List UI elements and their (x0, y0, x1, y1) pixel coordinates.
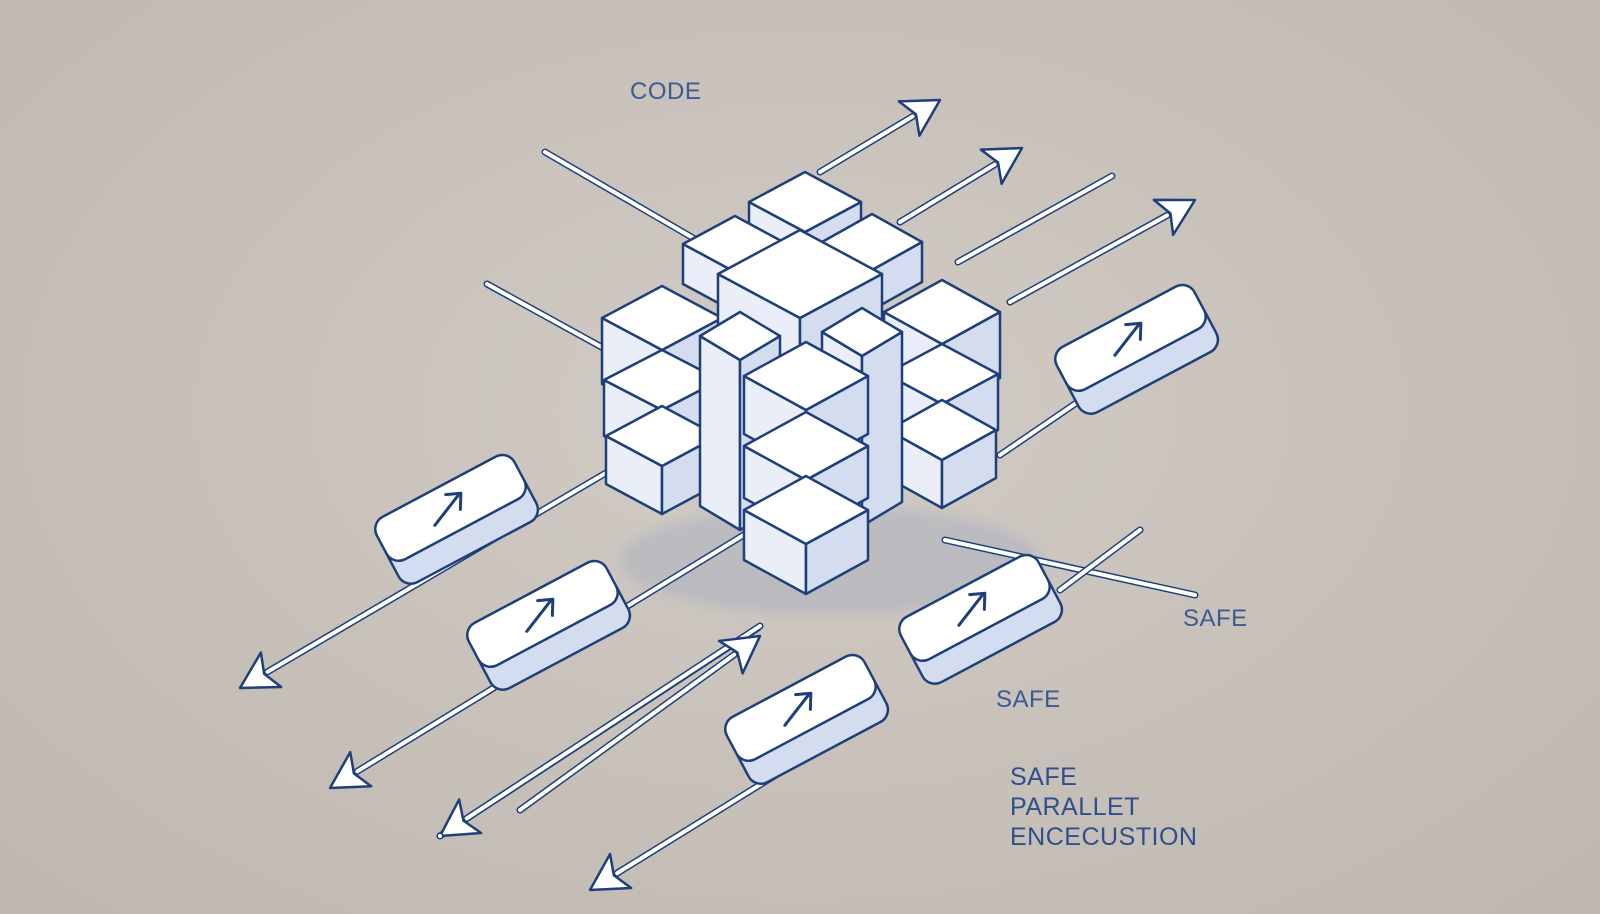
cube-top-face (742, 474, 870, 546)
cube-top-face (742, 410, 870, 482)
arrow-shaft (818, 114, 915, 174)
arrow-head (717, 634, 762, 675)
node-left (374, 453, 540, 585)
arrow-shaft (956, 174, 1114, 264)
node-top (724, 653, 877, 762)
cube-top-face (600, 284, 724, 352)
arrow-shaft (543, 150, 702, 244)
cube-top-face (698, 310, 782, 362)
label-code: CODE (630, 78, 702, 105)
caption: SAFE PARALLET ENCECUSTION (1010, 762, 1197, 852)
arrow-top-left-line (541, 148, 704, 246)
caption-line-2: PARALLET (1010, 793, 1140, 821)
arrows-layer (238, 98, 1199, 892)
arrow-glyph-icon (433, 491, 463, 527)
arrow-right-cross (1056, 526, 1144, 594)
caption-line-1: SAFE (1010, 763, 1078, 791)
node-bottom-right (898, 553, 1064, 685)
cube-top-face (886, 398, 998, 462)
arrow-shaft (1058, 528, 1142, 592)
arrow-shaft (518, 652, 737, 812)
arrow-top-2 (896, 146, 1024, 226)
cube-front-bottom (742, 474, 870, 596)
node-top (374, 453, 527, 562)
arrow-shaft (943, 538, 1197, 597)
node-top (1054, 283, 1207, 392)
node-top (466, 559, 619, 668)
arrow-head (588, 852, 633, 892)
cube-top-face (747, 170, 863, 234)
arrow-shaft (1008, 213, 1169, 304)
arrow-shaft (464, 624, 762, 821)
cube-top-face (820, 306, 904, 358)
arrow-head (238, 651, 283, 690)
arrow-top-3-line (954, 172, 1116, 266)
label-safe-center: SAFE (996, 686, 1061, 713)
node-lower-left (466, 559, 632, 691)
arrow-up-center (516, 634, 762, 814)
arrow-top-1 (816, 98, 942, 176)
caption-line-3: ENCECUSTION (1010, 823, 1198, 851)
arrow-head (897, 98, 942, 137)
arrow-right-ground (941, 536, 1199, 599)
node-right (1054, 283, 1220, 415)
arrow-head (328, 750, 373, 790)
cube-top-face (884, 342, 1000, 406)
node-bottom-center (724, 653, 890, 785)
arrow-lower-left-3 (438, 622, 764, 838)
label-safe-right: SAFE (1183, 605, 1248, 632)
arrow-right-upper (1006, 198, 1197, 306)
arrow-head (438, 798, 483, 838)
cube-top-face (742, 340, 870, 412)
arrow-glyph-icon (957, 591, 987, 627)
nodes-layer (374, 283, 1220, 785)
cube-top-face (716, 228, 884, 320)
cube-top-face (882, 278, 1002, 346)
arrow-shaft (898, 162, 997, 224)
cube-left-face (698, 334, 742, 532)
node-top (898, 553, 1051, 662)
arrow-head (979, 146, 1024, 186)
arrow-glyph-icon (783, 691, 813, 727)
arrow-glyph-icon (1113, 321, 1143, 357)
cube-cluster (600, 170, 1002, 596)
cube-right-low (886, 398, 998, 510)
arrow-glyph-icon (525, 597, 555, 633)
arrow-head (1152, 198, 1197, 237)
